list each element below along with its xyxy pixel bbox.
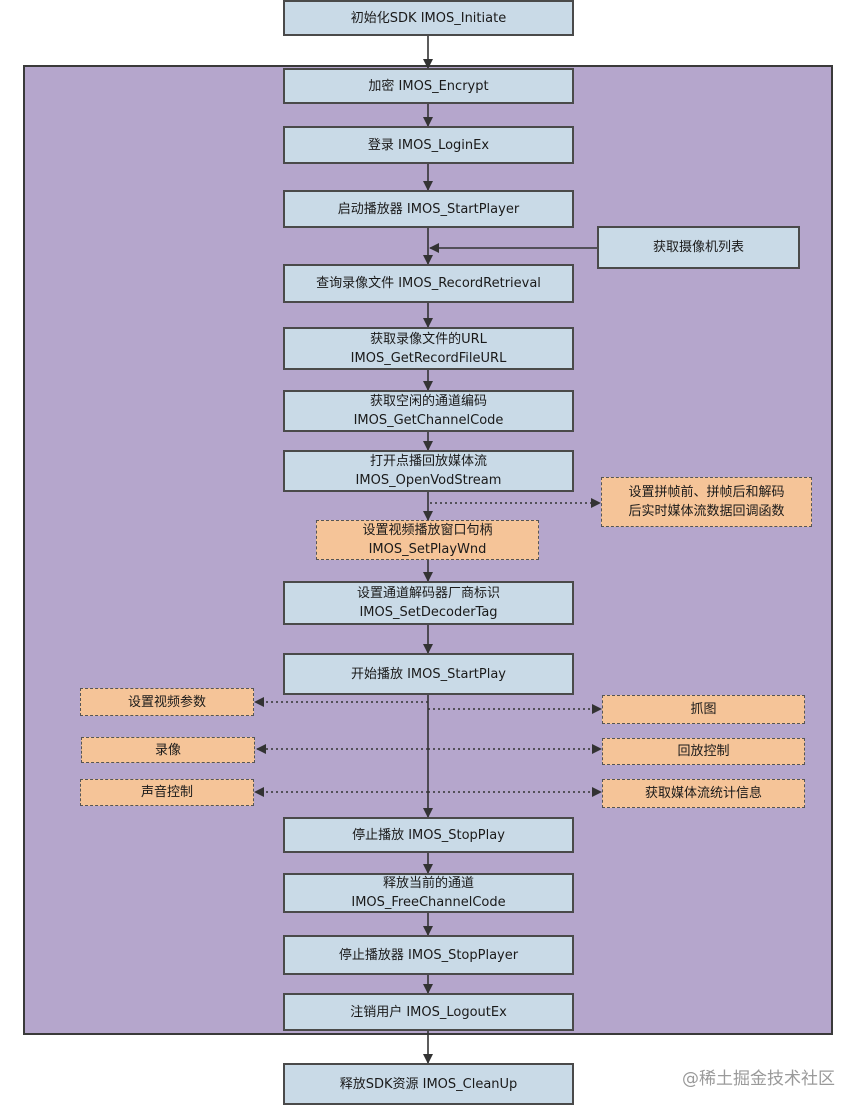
set-play-wnd-label-1: 设置视频播放窗口句柄 — [362, 523, 493, 538]
snapshot-box: 抓图 — [602, 695, 805, 724]
initiate-box: 初始化SDK IMOS_Initiate — [283, 0, 574, 36]
set-play-wnd-label-2: IMOS_SetPlayWnd — [368, 542, 487, 557]
stream-stats-label: 获取媒体流统计信息 — [644, 786, 762, 801]
encrypt-label: 加密 IMOS_Encrypt — [368, 78, 489, 94]
stop-play-label: 停止播放 IMOS_StopPlay — [352, 827, 505, 843]
encrypt-box: 加密 IMOS_Encrypt — [283, 68, 574, 104]
stop-play-box: 停止播放 IMOS_StopPlay — [283, 817, 574, 853]
cleanup-box: 释放SDK资源 IMOS_CleanUp — [283, 1063, 574, 1105]
login-box: 登录 IMOS_LoginEx — [283, 126, 574, 164]
record-url-label-2: IMOS_GetRecordFileURL — [350, 350, 507, 366]
record-label: 录像 — [154, 742, 181, 758]
free-channel-box: 释放当前的通道 IMOS_FreeChannelCode — [283, 873, 574, 913]
sound-ctrl-label: 声音控制 — [140, 785, 193, 800]
video-params-label: 设置视频参数 — [127, 694, 206, 710]
record-retrieval-box: 查询录像文件 IMOS_RecordRetrieval — [283, 264, 574, 303]
channel-code-box: 获取空闲的通道编码 IMOS_GetChannelCode — [283, 390, 574, 432]
login-label: 登录 IMOS_LoginEx — [367, 137, 490, 153]
stream-stats-box: 获取媒体流统计信息 — [602, 779, 805, 808]
stop-player-box: 停止播放器 IMOS_StopPlayer — [283, 935, 574, 975]
record-url-box: 获取录像文件的URL IMOS_GetRecordFileURL — [283, 327, 574, 370]
cleanup-label: 释放SDK资源 IMOS_CleanUp — [339, 1076, 518, 1092]
playback-ctrl-box: 回放控制 — [602, 738, 805, 765]
decoder-tag-label-1: 设置通道解码器厂商标识 — [356, 586, 500, 601]
open-vod-box: 打开点播回放媒体流 IMOS_OpenVodStream — [283, 450, 574, 492]
decoder-tag-box: 设置通道解码器厂商标识 IMOS_SetDecoderTag — [283, 581, 574, 625]
playback-ctrl-label: 回放控制 — [677, 744, 730, 759]
callback-label-1: 设置拼帧前、拼帧后和解码 — [628, 485, 785, 500]
start-player-box: 启动播放器 IMOS_StartPlayer — [283, 190, 574, 228]
initiate-label: 初始化SDK IMOS_Initiate — [350, 10, 507, 26]
record-retrieval-label: 查询录像文件 IMOS_RecordRetrieval — [316, 276, 541, 291]
camera-list-box: 获取摄像机列表 — [597, 226, 800, 269]
camera-list-label: 获取摄像机列表 — [652, 240, 744, 255]
watermark: @稀土掘金技术社区 — [682, 1069, 835, 1089]
open-vod-label-2: IMOS_OpenVodStream — [355, 473, 502, 488]
record-url-label-1: 获取录像文件的URL — [370, 331, 487, 347]
callback-label-2: 后实时媒体流数据回调函数 — [628, 504, 785, 519]
channel-code-label-2: IMOS_GetChannelCode — [353, 413, 504, 428]
start-play-label: 开始播放 IMOS_StartPlay — [350, 666, 507, 682]
stop-player-label: 停止播放器 IMOS_StopPlayer — [338, 947, 519, 963]
record-box: 录像 — [81, 737, 255, 763]
sound-ctrl-box: 声音控制 — [80, 779, 254, 806]
set-play-wnd-box: 设置视频播放窗口句柄 IMOS_SetPlayWnd — [316, 520, 539, 560]
snapshot-label: 抓图 — [690, 702, 717, 717]
logout-label: 注销用户 IMOS_LogoutEx — [350, 1004, 507, 1020]
decoder-tag-label-2: IMOS_SetDecoderTag — [359, 605, 498, 620]
video-params-box: 设置视频参数 — [80, 688, 254, 716]
start-play-box: 开始播放 IMOS_StartPlay — [283, 653, 574, 695]
logout-box: 注销用户 IMOS_LogoutEx — [283, 993, 574, 1031]
free-channel-label-1: 释放当前的通道 — [382, 876, 474, 891]
channel-code-label-1: 获取空闲的通道编码 — [369, 394, 487, 409]
start-player-label: 启动播放器 IMOS_StartPlayer — [337, 201, 520, 217]
open-vod-label-1: 打开点播回放媒体流 — [369, 454, 487, 469]
callback-box: 设置拼帧前、拼帧后和解码后实时媒体流数据回调函数 — [601, 477, 812, 527]
free-channel-label-2: IMOS_FreeChannelCode — [351, 895, 506, 910]
